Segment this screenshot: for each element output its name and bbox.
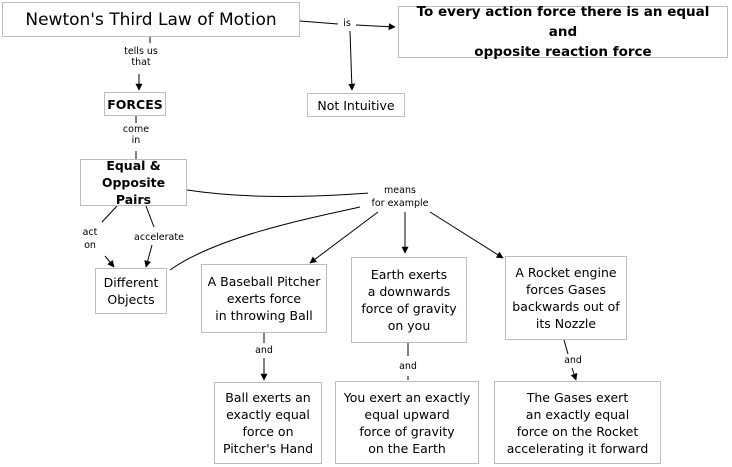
connector-pairs-means [186, 189, 371, 197]
link-label-act-on: act on [78, 226, 102, 252]
gases-exert-node: The Gases exert an exactly equal force o… [494, 381, 661, 464]
connector-act-objects [104, 255, 115, 268]
link-label-accelerate: accelerate [130, 232, 188, 243]
connector-pairs-act [101, 205, 118, 223]
title-node: Newton's Third Law of Motion [2, 2, 300, 37]
not-intuitive-node: Not Intuitive [307, 93, 405, 117]
connector-title-is [299, 20, 339, 25]
link-label-come-in: come in [120, 124, 152, 146]
connector-and-gases [570, 367, 578, 381]
link-label-and-earth: and [396, 361, 420, 372]
you-exert-node: You exert an exactly equal upward force … [335, 381, 479, 464]
connector-objects-means [169, 206, 361, 271]
earth-exerts-node: Earth exerts a downwards force of gravit… [351, 257, 467, 343]
connector-is-not-intuitive [348, 30, 356, 91]
different-objects-node: Different Objects [95, 268, 167, 314]
ball-exerts-node: Ball exerts an exactly equal force on Pi… [214, 382, 322, 464]
connector-means-pitcher [309, 211, 379, 264]
connector-accelerate-objects [144, 244, 153, 268]
connector-means-rocket [429, 211, 504, 259]
equal-opposite-pairs-node: Equal & Opposite Pairs [80, 158, 187, 207]
connector-is-definition [355, 23, 396, 31]
definition-node: To every action force there is an equal … [398, 4, 728, 60]
rocket-engine-node: A Rocket engine forces Gases backwards o… [505, 256, 627, 340]
link-label-is: is [338, 18, 356, 29]
link-label-and-rocket: and [560, 355, 586, 366]
link-label-and-pitcher: and [251, 345, 277, 356]
forces-node: FORCES [104, 92, 166, 116]
baseball-pitcher-node: A Baseball Pitcher exerts force in throw… [201, 264, 327, 333]
connector-pairs-accelerate [145, 205, 155, 228]
connector-rocket-and [563, 339, 569, 355]
link-label-tells-us-that: tells us that [118, 46, 164, 68]
link-label-means-for-example: means for example [368, 184, 432, 210]
